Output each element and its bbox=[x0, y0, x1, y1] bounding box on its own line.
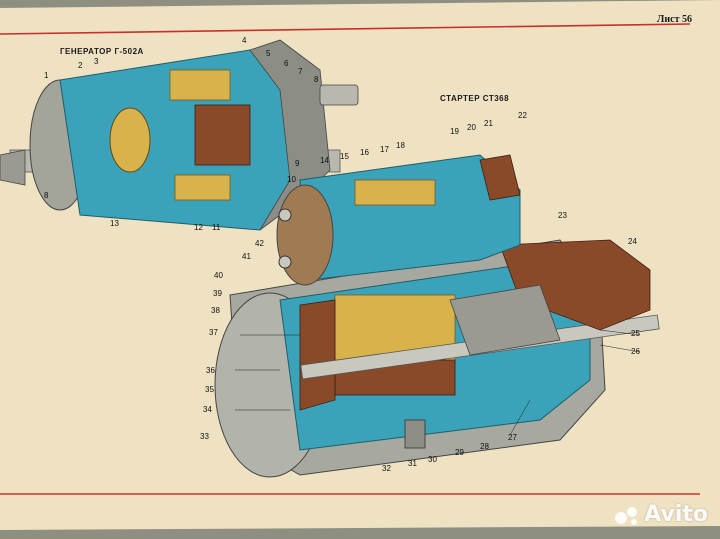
generator-pulley-end bbox=[0, 149, 26, 186]
starter-title: СТАРТЕР СТ368 bbox=[440, 94, 510, 103]
generator-shaft-nut bbox=[319, 84, 359, 106]
callout-label: 16 bbox=[360, 148, 369, 157]
callout-label: 25 bbox=[631, 329, 640, 338]
callout-label: 34 bbox=[203, 405, 212, 414]
starter-field-coil bbox=[299, 299, 336, 411]
generator-slip-ring bbox=[109, 107, 151, 173]
callout-label: 33 bbox=[200, 432, 209, 441]
generator-title: ГЕНЕРАТОР Г-502А bbox=[60, 47, 144, 56]
starter-leader-lines bbox=[235, 329, 641, 436]
callout-label: 20 bbox=[467, 123, 476, 132]
starter-illustration bbox=[214, 154, 660, 478]
callout-label: 8 bbox=[44, 191, 49, 200]
callout-label: 40 bbox=[214, 271, 223, 280]
sheet-number: Лист 56 bbox=[656, 14, 692, 25]
callout-label: 17 bbox=[380, 145, 389, 154]
callout-label: 24 bbox=[628, 237, 637, 246]
callout-label: 41 bbox=[242, 252, 251, 261]
starter-solenoid-cap bbox=[276, 184, 334, 286]
callout-label: 22 bbox=[518, 111, 527, 120]
callout-label: 11 bbox=[212, 223, 221, 232]
callout-label: 12 bbox=[194, 223, 203, 232]
callout-label: 6 bbox=[284, 59, 289, 68]
starter-mounting-bolt bbox=[404, 419, 426, 449]
callout-label: 21 bbox=[484, 119, 493, 128]
callout-label: 9 bbox=[295, 159, 300, 168]
callout-label: 36 bbox=[206, 366, 215, 375]
starter-terminal-bolt bbox=[278, 255, 292, 269]
starter-terminal-bolt bbox=[278, 208, 292, 222]
callout-label: 19 bbox=[450, 127, 459, 136]
generator-rotor-core bbox=[194, 104, 251, 166]
callout-label: 18 bbox=[396, 141, 405, 150]
callout-label: 2 bbox=[78, 61, 83, 70]
avito-logo-icon bbox=[615, 506, 638, 525]
callout-label: 4 bbox=[242, 36, 247, 45]
avito-watermark: Avito bbox=[614, 502, 708, 527]
callout-label: 1 bbox=[44, 71, 49, 80]
generator-stator-winding-top bbox=[169, 69, 231, 101]
callout-label: 29 bbox=[455, 448, 464, 457]
callout-label: 7 bbox=[298, 67, 303, 76]
avito-watermark-text: Avito bbox=[644, 502, 708, 527]
callout-label: 15 bbox=[340, 152, 349, 161]
generator-stator-winding-bottom bbox=[174, 174, 231, 201]
callout-label: 26 bbox=[631, 347, 640, 356]
callout-label: 10 bbox=[287, 175, 296, 184]
callout-label: 32 bbox=[382, 464, 391, 473]
callout-label: 37 bbox=[209, 328, 218, 337]
starter-solenoid-winding bbox=[354, 179, 436, 206]
callout-label: 27 bbox=[508, 433, 517, 442]
generator-illustration bbox=[0, 39, 359, 231]
callout-label: 23 bbox=[558, 211, 567, 220]
starter-solenoid-contact bbox=[479, 154, 521, 201]
frame-top-line bbox=[0, 23, 691, 35]
callout-label: 14 bbox=[320, 156, 329, 165]
callout-label: 5 bbox=[266, 49, 271, 58]
callout-label: 39 bbox=[213, 289, 222, 298]
callout-label: 42 bbox=[255, 239, 264, 248]
callout-label: 35 bbox=[205, 385, 214, 394]
starter-pinion bbox=[449, 284, 561, 356]
callout-label: 38 bbox=[211, 306, 220, 315]
callout-label: 13 bbox=[110, 219, 119, 228]
callout-label: 30 bbox=[428, 455, 437, 464]
callout-label: 31 bbox=[408, 459, 417, 468]
callout-label: 3 bbox=[94, 57, 99, 66]
callout-label: 28 bbox=[480, 442, 489, 451]
callout-label: 8 bbox=[314, 75, 319, 84]
